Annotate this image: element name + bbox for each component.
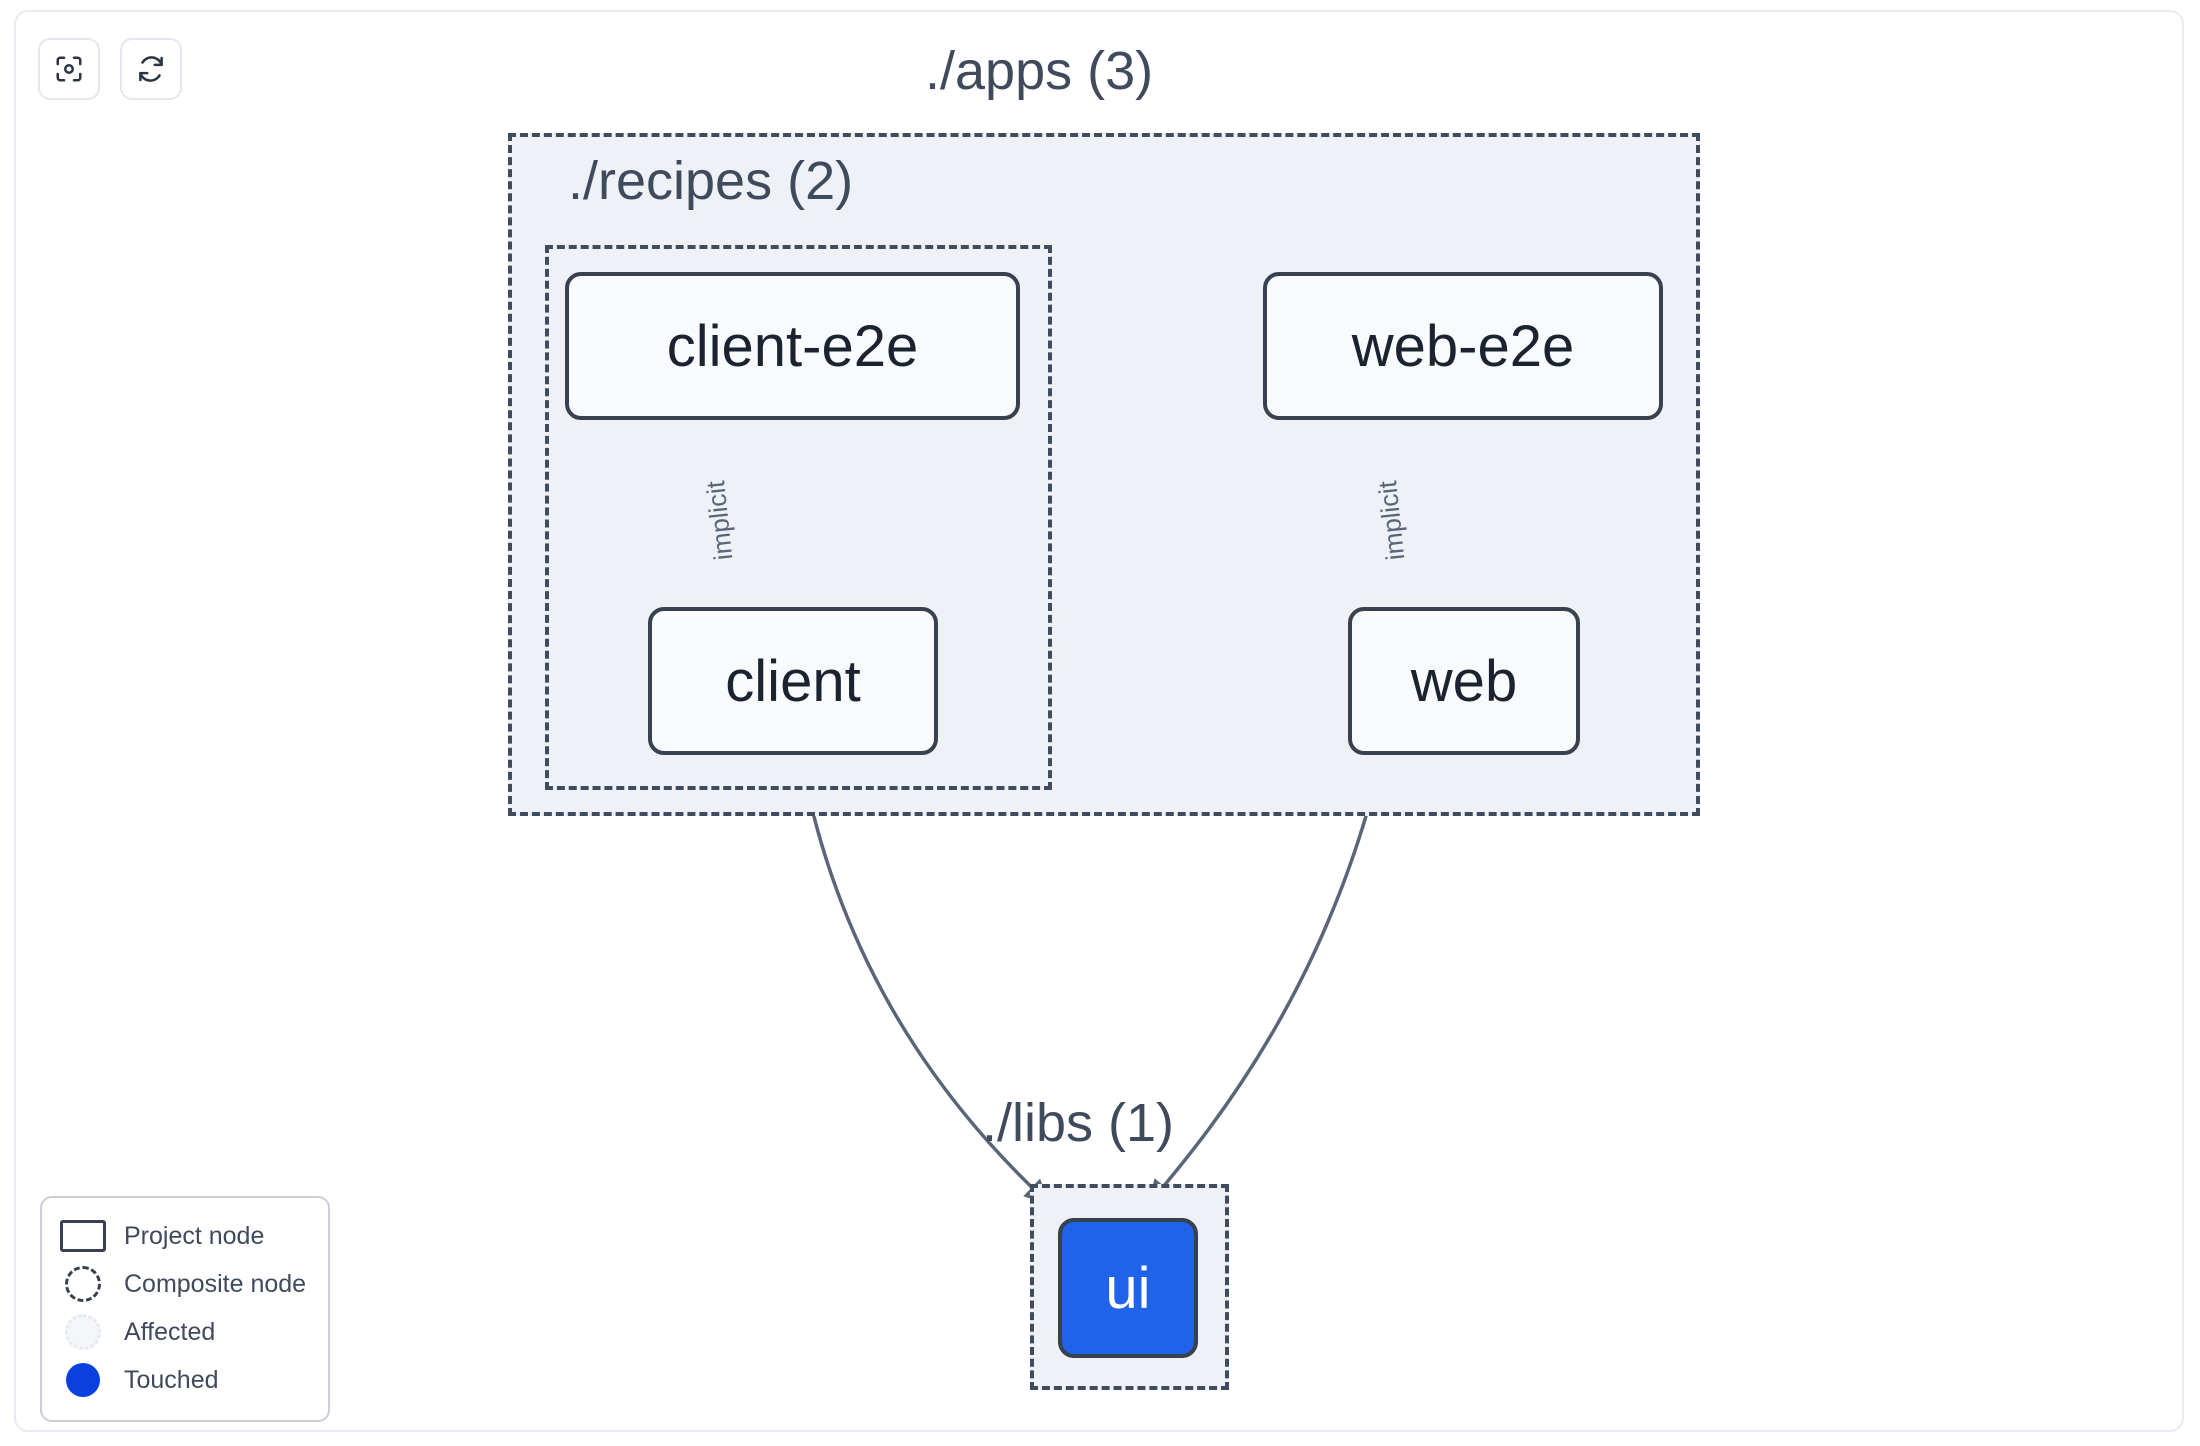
legend-item-composite-node: Composite node bbox=[60, 1260, 310, 1308]
legend-item-affected: Affected bbox=[60, 1308, 310, 1356]
refresh-sync-icon bbox=[136, 54, 166, 84]
project-node-web[interactable]: web bbox=[1348, 607, 1580, 755]
legend-label: Touched bbox=[124, 1365, 219, 1394]
project-node-client[interactable]: client bbox=[648, 607, 938, 755]
legend-panel: Project node Composite node Affected Tou… bbox=[40, 1196, 330, 1422]
project-node-swatch-icon bbox=[60, 1219, 106, 1253]
focus-target-icon bbox=[54, 54, 84, 84]
edge-client-to-ui[interactable] bbox=[798, 751, 1050, 1205]
touched-swatch-icon bbox=[60, 1363, 106, 1397]
composite-node-swatch-icon bbox=[60, 1266, 106, 1302]
group-label-recipes[interactable]: ./recipes (2) bbox=[568, 151, 854, 211]
group-label-apps[interactable]: ./apps (3) bbox=[925, 41, 1154, 101]
legend-label: Composite node bbox=[124, 1269, 307, 1298]
project-node-label: web bbox=[1410, 648, 1518, 714]
legend-label: Affected bbox=[124, 1317, 216, 1346]
affected-swatch-icon bbox=[60, 1314, 106, 1350]
focus-graph-button[interactable] bbox=[38, 38, 100, 100]
project-node-client-e2e[interactable]: client-e2e bbox=[565, 272, 1020, 420]
project-node-label: client bbox=[725, 648, 861, 714]
project-node-web-e2e[interactable]: web-e2e bbox=[1263, 272, 1663, 420]
graph-toolbar bbox=[38, 38, 182, 100]
group-label-libs[interactable]: ./libs (1) bbox=[982, 1093, 1175, 1153]
legend-item-touched: Touched bbox=[60, 1356, 310, 1404]
legend-label: Project node bbox=[124, 1221, 265, 1250]
project-node-label: web-e2e bbox=[1351, 313, 1575, 379]
edge-web-to-ui[interactable] bbox=[1148, 751, 1385, 1205]
refresh-graph-button[interactable] bbox=[120, 38, 182, 100]
project-node-label: client-e2e bbox=[666, 313, 919, 379]
project-node-label: ui bbox=[1105, 1255, 1151, 1321]
legend-item-project-node: Project node bbox=[60, 1212, 310, 1260]
project-node-ui[interactable]: ui bbox=[1058, 1218, 1198, 1358]
